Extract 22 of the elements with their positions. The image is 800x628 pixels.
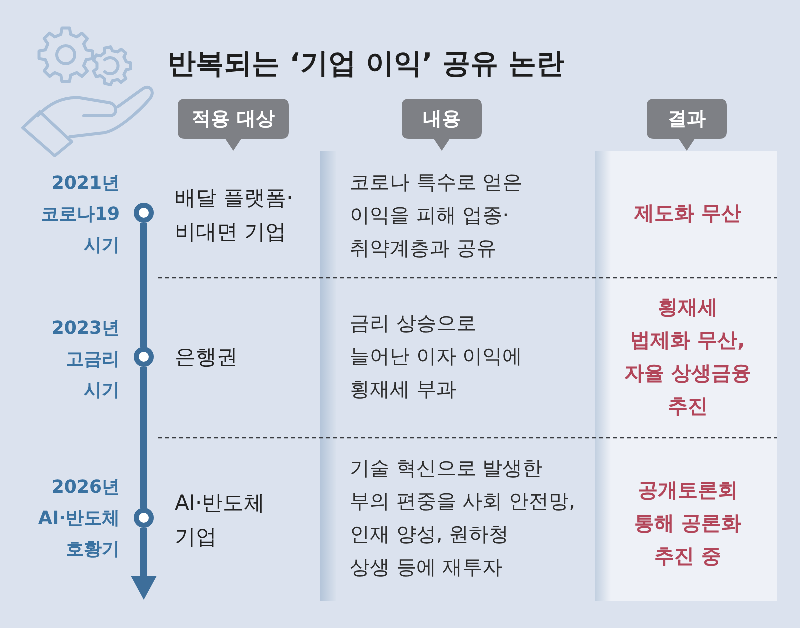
period-label: 2021년 코로나19 시기 xyxy=(40,172,120,258)
timeline-dot xyxy=(134,508,154,528)
timeline-line xyxy=(140,223,148,347)
period-label: 2026년 AI·반도체 호황기 xyxy=(38,476,120,562)
timeline-dot xyxy=(134,347,154,367)
category-text: 배달 플랫폼· 비대면 기업 xyxy=(175,185,294,246)
description-text: 금리 상승으로 늘어난 이자 이익에 횡재세 부과 xyxy=(350,310,523,402)
description-text: 기술 혁신으로 발생한 부의 편중을 사회 안전망, 인재 양성, 원하청 상생 등에 재투자 xyxy=(350,454,576,580)
timeline-line xyxy=(140,367,148,508)
column-header-tag: 적용 대상 xyxy=(178,99,289,151)
timeline-dot xyxy=(134,203,154,223)
timeline-arrow xyxy=(131,528,157,600)
result-text: 공개토론회 통해 공론화 추진 중 xyxy=(634,476,742,570)
column-header-tag: 내용 xyxy=(402,99,482,151)
category-text: AI·반도체 기업 xyxy=(175,490,266,551)
period-label: 2023년 고금리 시기 xyxy=(52,316,120,402)
title: 반복되는 ‘기업 이익’ 공유 논란 xyxy=(168,46,564,82)
description-text: 코로나 특수로 얻은 이익을 피해 업종· 취약계층과 공유 xyxy=(350,168,523,262)
result-text: 횡재세 법제화 무산, 자율 상생금융 추진 xyxy=(624,294,752,420)
category-text: 은행권 xyxy=(175,344,238,371)
column-header-tag: 결과 xyxy=(647,99,727,151)
result-text: 제도화 무산 xyxy=(634,200,742,226)
